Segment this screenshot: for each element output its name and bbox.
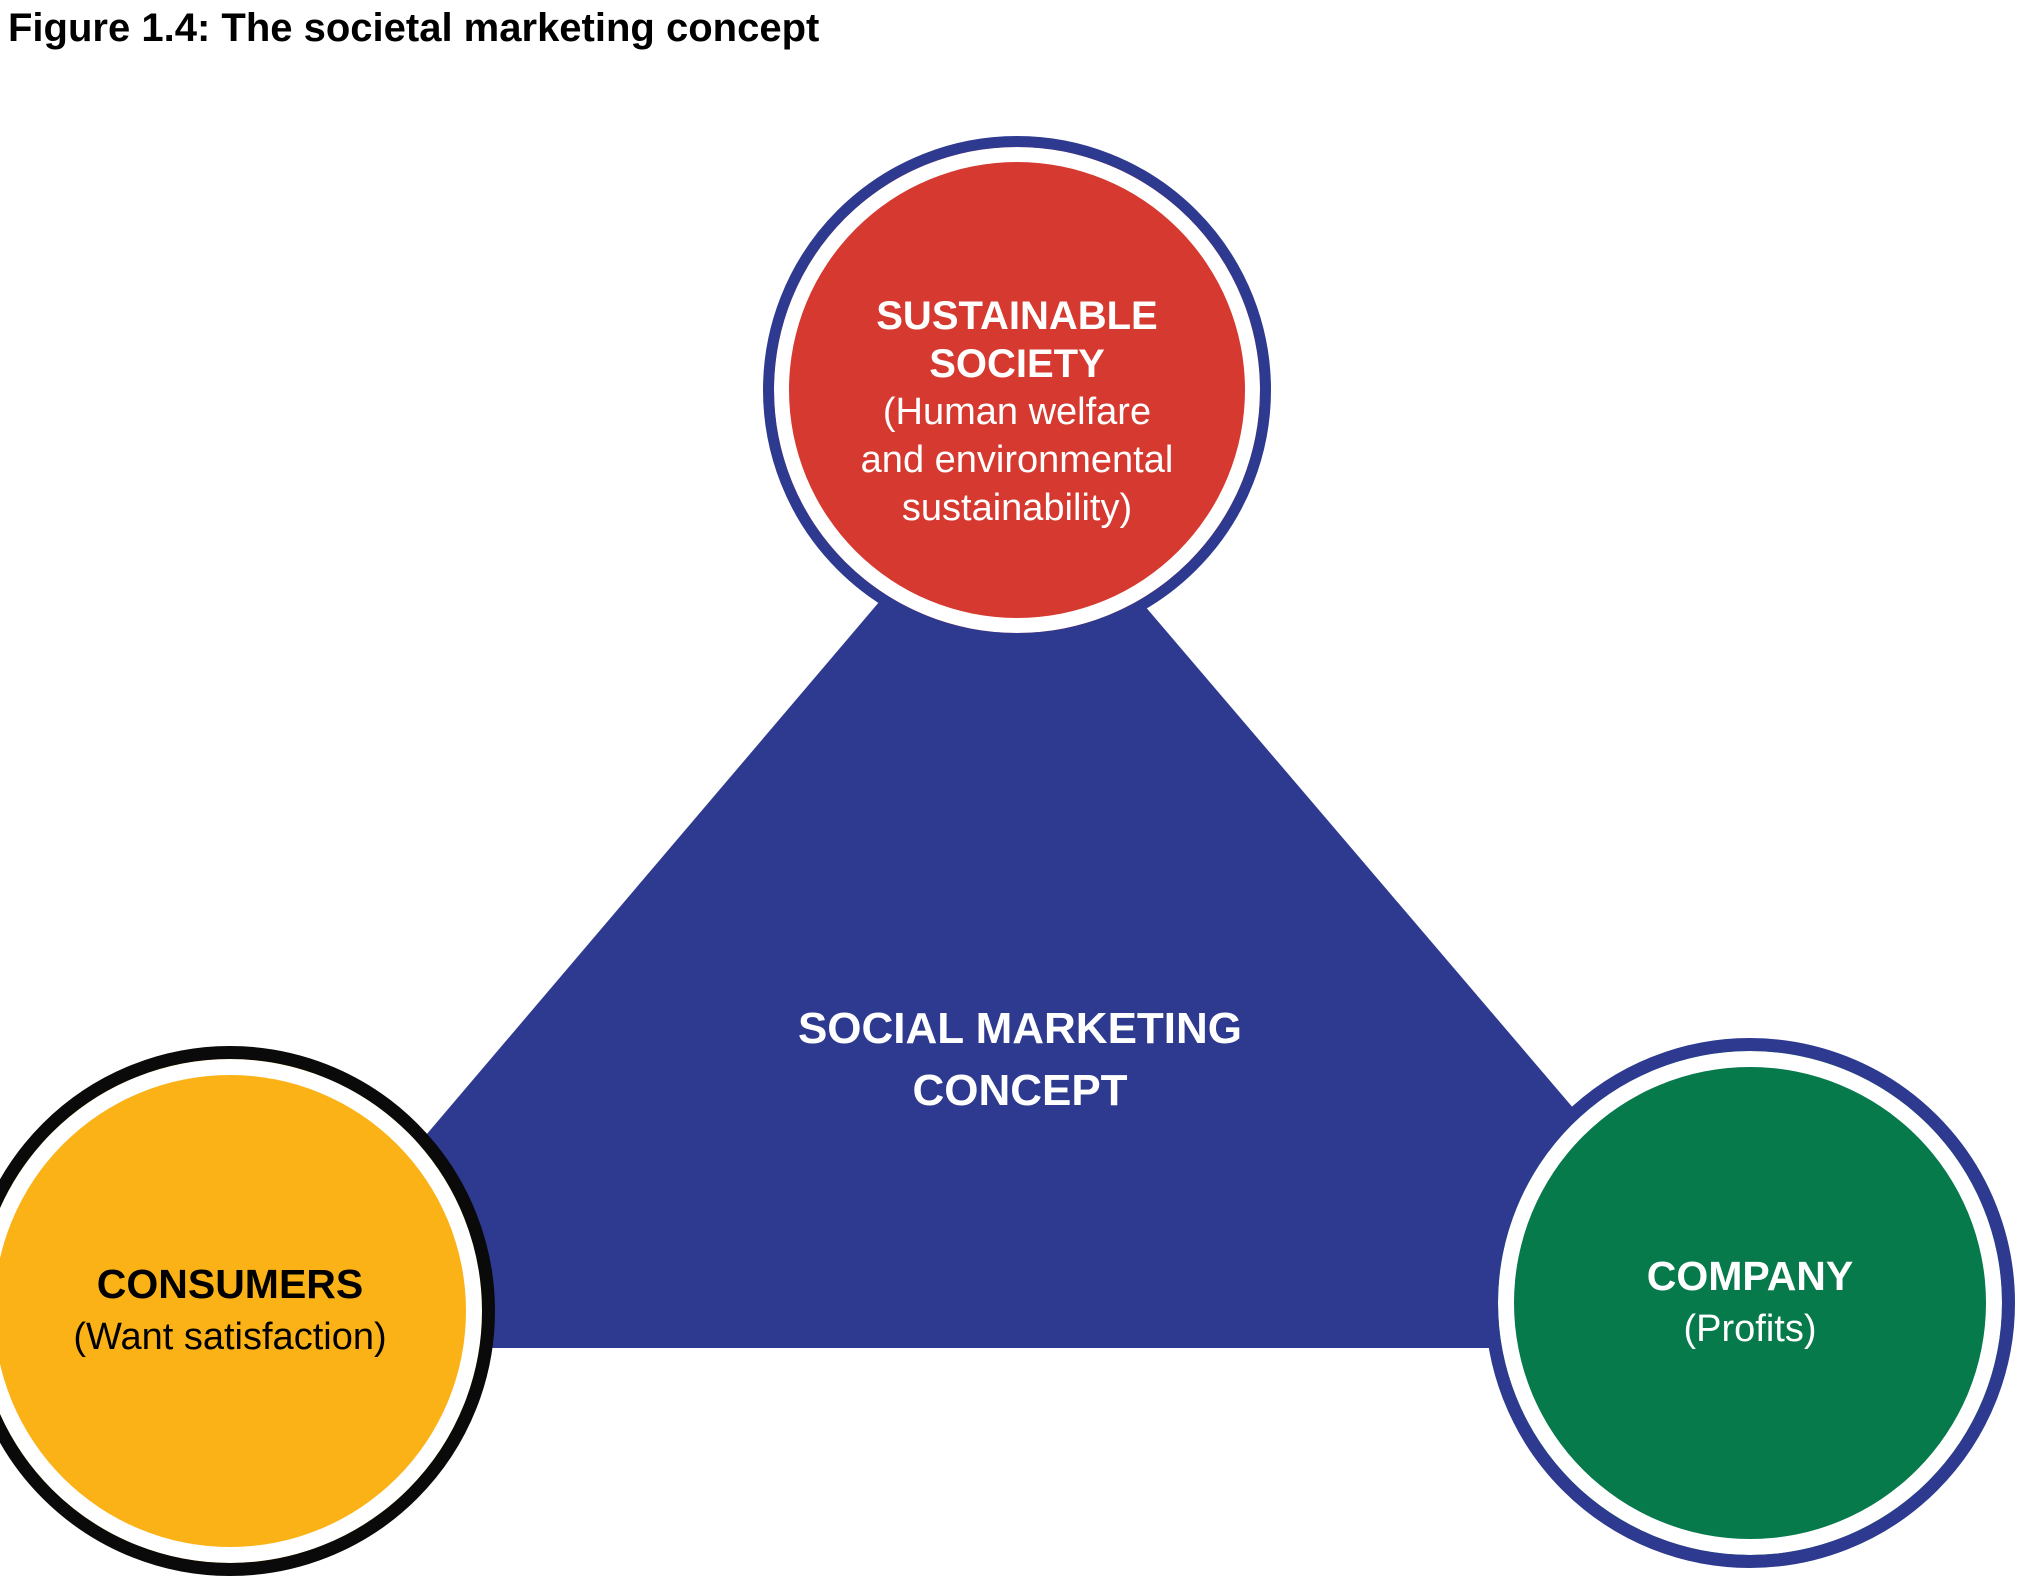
sustainable-society-title-line2: SOCIETY bbox=[929, 342, 1105, 386]
triangle-shape bbox=[245, 448, 1778, 1348]
node-sustainable-society: SUSTAINABLE SOCIETY (Human welfare and e… bbox=[763, 136, 1271, 644]
sustainable-society-subtitle-line1: (Human welfare bbox=[882, 391, 1152, 433]
center-label-line1: SOCIAL MARKETING bbox=[797, 1004, 1243, 1053]
center-label-line2: CONCEPT bbox=[912, 1066, 1128, 1115]
sustainable-society-title-line1: SUSTAINABLE bbox=[876, 294, 1158, 338]
sustainable-society-subtitle-line2: and environmental bbox=[860, 439, 1174, 481]
node-sustainable-society-text: SUSTAINABLE SOCIETY (Human welfare and e… bbox=[861, 292, 1174, 532]
node-company: COMPANY (Profits) bbox=[1485, 1038, 2015, 1568]
company-subtitle: (Profits) bbox=[1683, 1308, 1817, 1350]
figure-title: Figure 1.4: The societal marketing conce… bbox=[8, 6, 820, 50]
company-title: COMPANY bbox=[1646, 1253, 1854, 1299]
sustainable-society-subtitle-line3: sustainability) bbox=[901, 487, 1133, 529]
consumers-subtitle: (Want satisfaction) bbox=[73, 1316, 387, 1358]
node-consumers-text: CONSUMERS (Want satisfaction) bbox=[73, 1258, 386, 1364]
center-label: SOCIAL MARKETING CONCEPT bbox=[420, 998, 1620, 1122]
node-company-text: COMPANY (Profits) bbox=[1647, 1250, 1854, 1356]
consumers-title: CONSUMERS bbox=[96, 1261, 364, 1307]
